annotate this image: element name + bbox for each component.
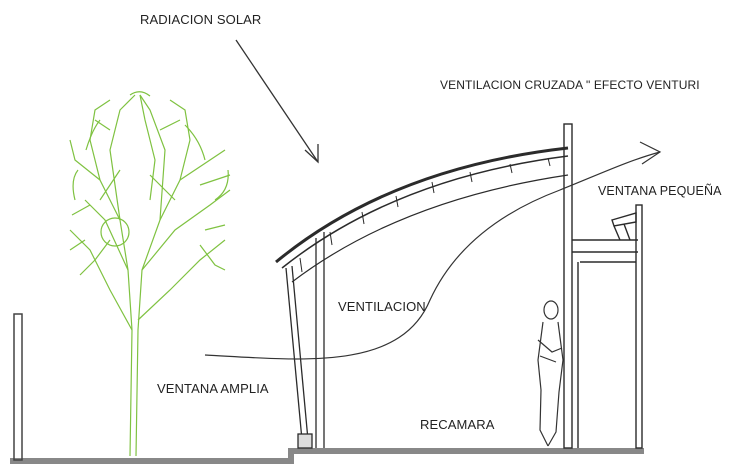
- label-ventana-pequena: VENTANA PEQUEÑA: [598, 184, 722, 198]
- right-wall: [563, 123, 643, 449]
- tree-illustration: [69, 91, 231, 457]
- label-radiacion-solar: RADIACION SOLAR: [140, 12, 262, 27]
- label-ventilacion-cruzada: VENTILACION CRUZADA " EFECTO VENTURI: [440, 78, 700, 92]
- solar-arrow: [235, 39, 319, 164]
- label-recamara: RECAMARA: [420, 417, 495, 432]
- curved-roof: [275, 146, 569, 283]
- left-wall: [285, 232, 325, 449]
- person-figure: [537, 300, 564, 447]
- ventilation-flow-arrow: [204, 141, 662, 360]
- ground-line: [10, 448, 644, 464]
- fence-post: [13, 313, 23, 461]
- label-ventana-amplia: VENTANA AMPLIA: [157, 381, 269, 396]
- label-ventilacion: VENTILACION: [338, 299, 426, 314]
